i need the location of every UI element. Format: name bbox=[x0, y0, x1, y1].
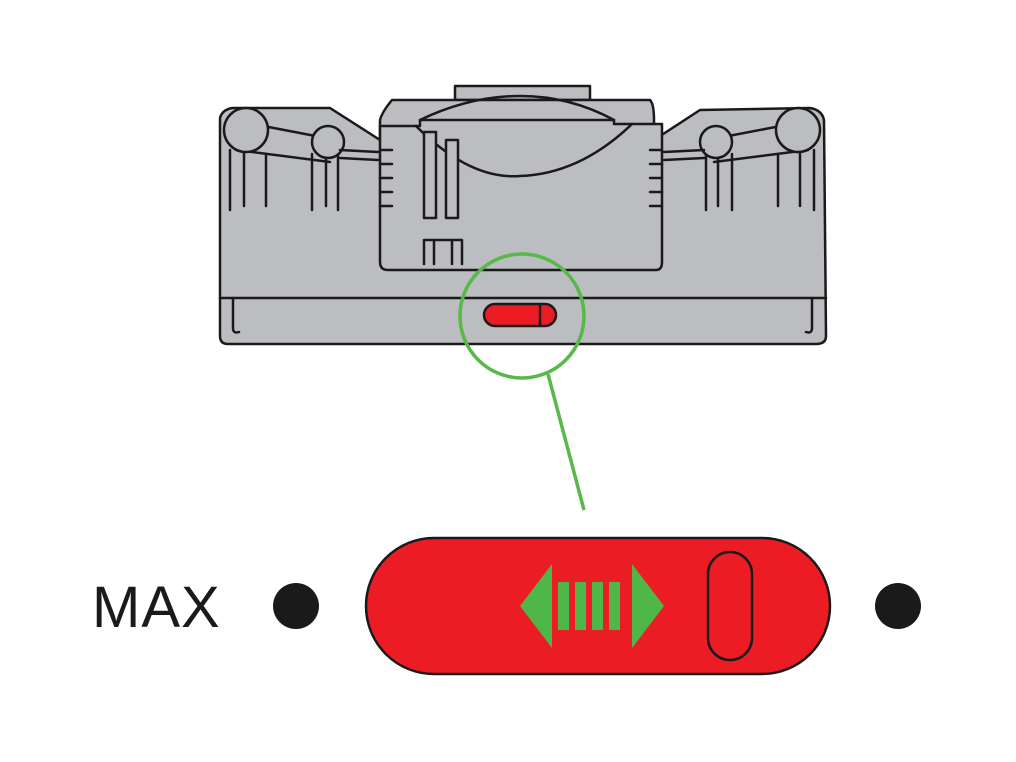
housing-slot-1 bbox=[422, 130, 438, 220]
marker-dot-right bbox=[875, 583, 921, 629]
slider-grip bbox=[706, 550, 754, 662]
right-wheel-assembly bbox=[662, 106, 822, 212]
ridges-left bbox=[378, 148, 394, 208]
callout-circle bbox=[458, 252, 586, 380]
callout-leader-line bbox=[546, 373, 586, 511]
double-headed-arrow-icon bbox=[520, 564, 664, 648]
marker-dot-left bbox=[273, 583, 319, 629]
device-center-housing bbox=[378, 118, 664, 272]
device-slider-small bbox=[482, 302, 558, 328]
device-illustration bbox=[218, 84, 828, 346]
device-top-tab bbox=[453, 84, 592, 102]
ridges-right bbox=[648, 148, 664, 208]
left-wheel-assembly bbox=[222, 106, 380, 212]
left-large-wheel bbox=[222, 106, 270, 154]
right-large-wheel bbox=[774, 106, 822, 154]
housing-fork bbox=[422, 238, 464, 266]
housing-slot-2 bbox=[444, 138, 460, 220]
base-hook-right bbox=[804, 296, 814, 334]
callout bbox=[458, 252, 586, 511]
base-hook-left bbox=[231, 296, 241, 334]
center-cowl-top bbox=[418, 94, 616, 122]
max-label: MAX bbox=[92, 575, 221, 640]
right-small-wheel bbox=[698, 124, 734, 160]
left-small-wheel bbox=[310, 124, 346, 160]
slider-zoom bbox=[364, 536, 832, 676]
